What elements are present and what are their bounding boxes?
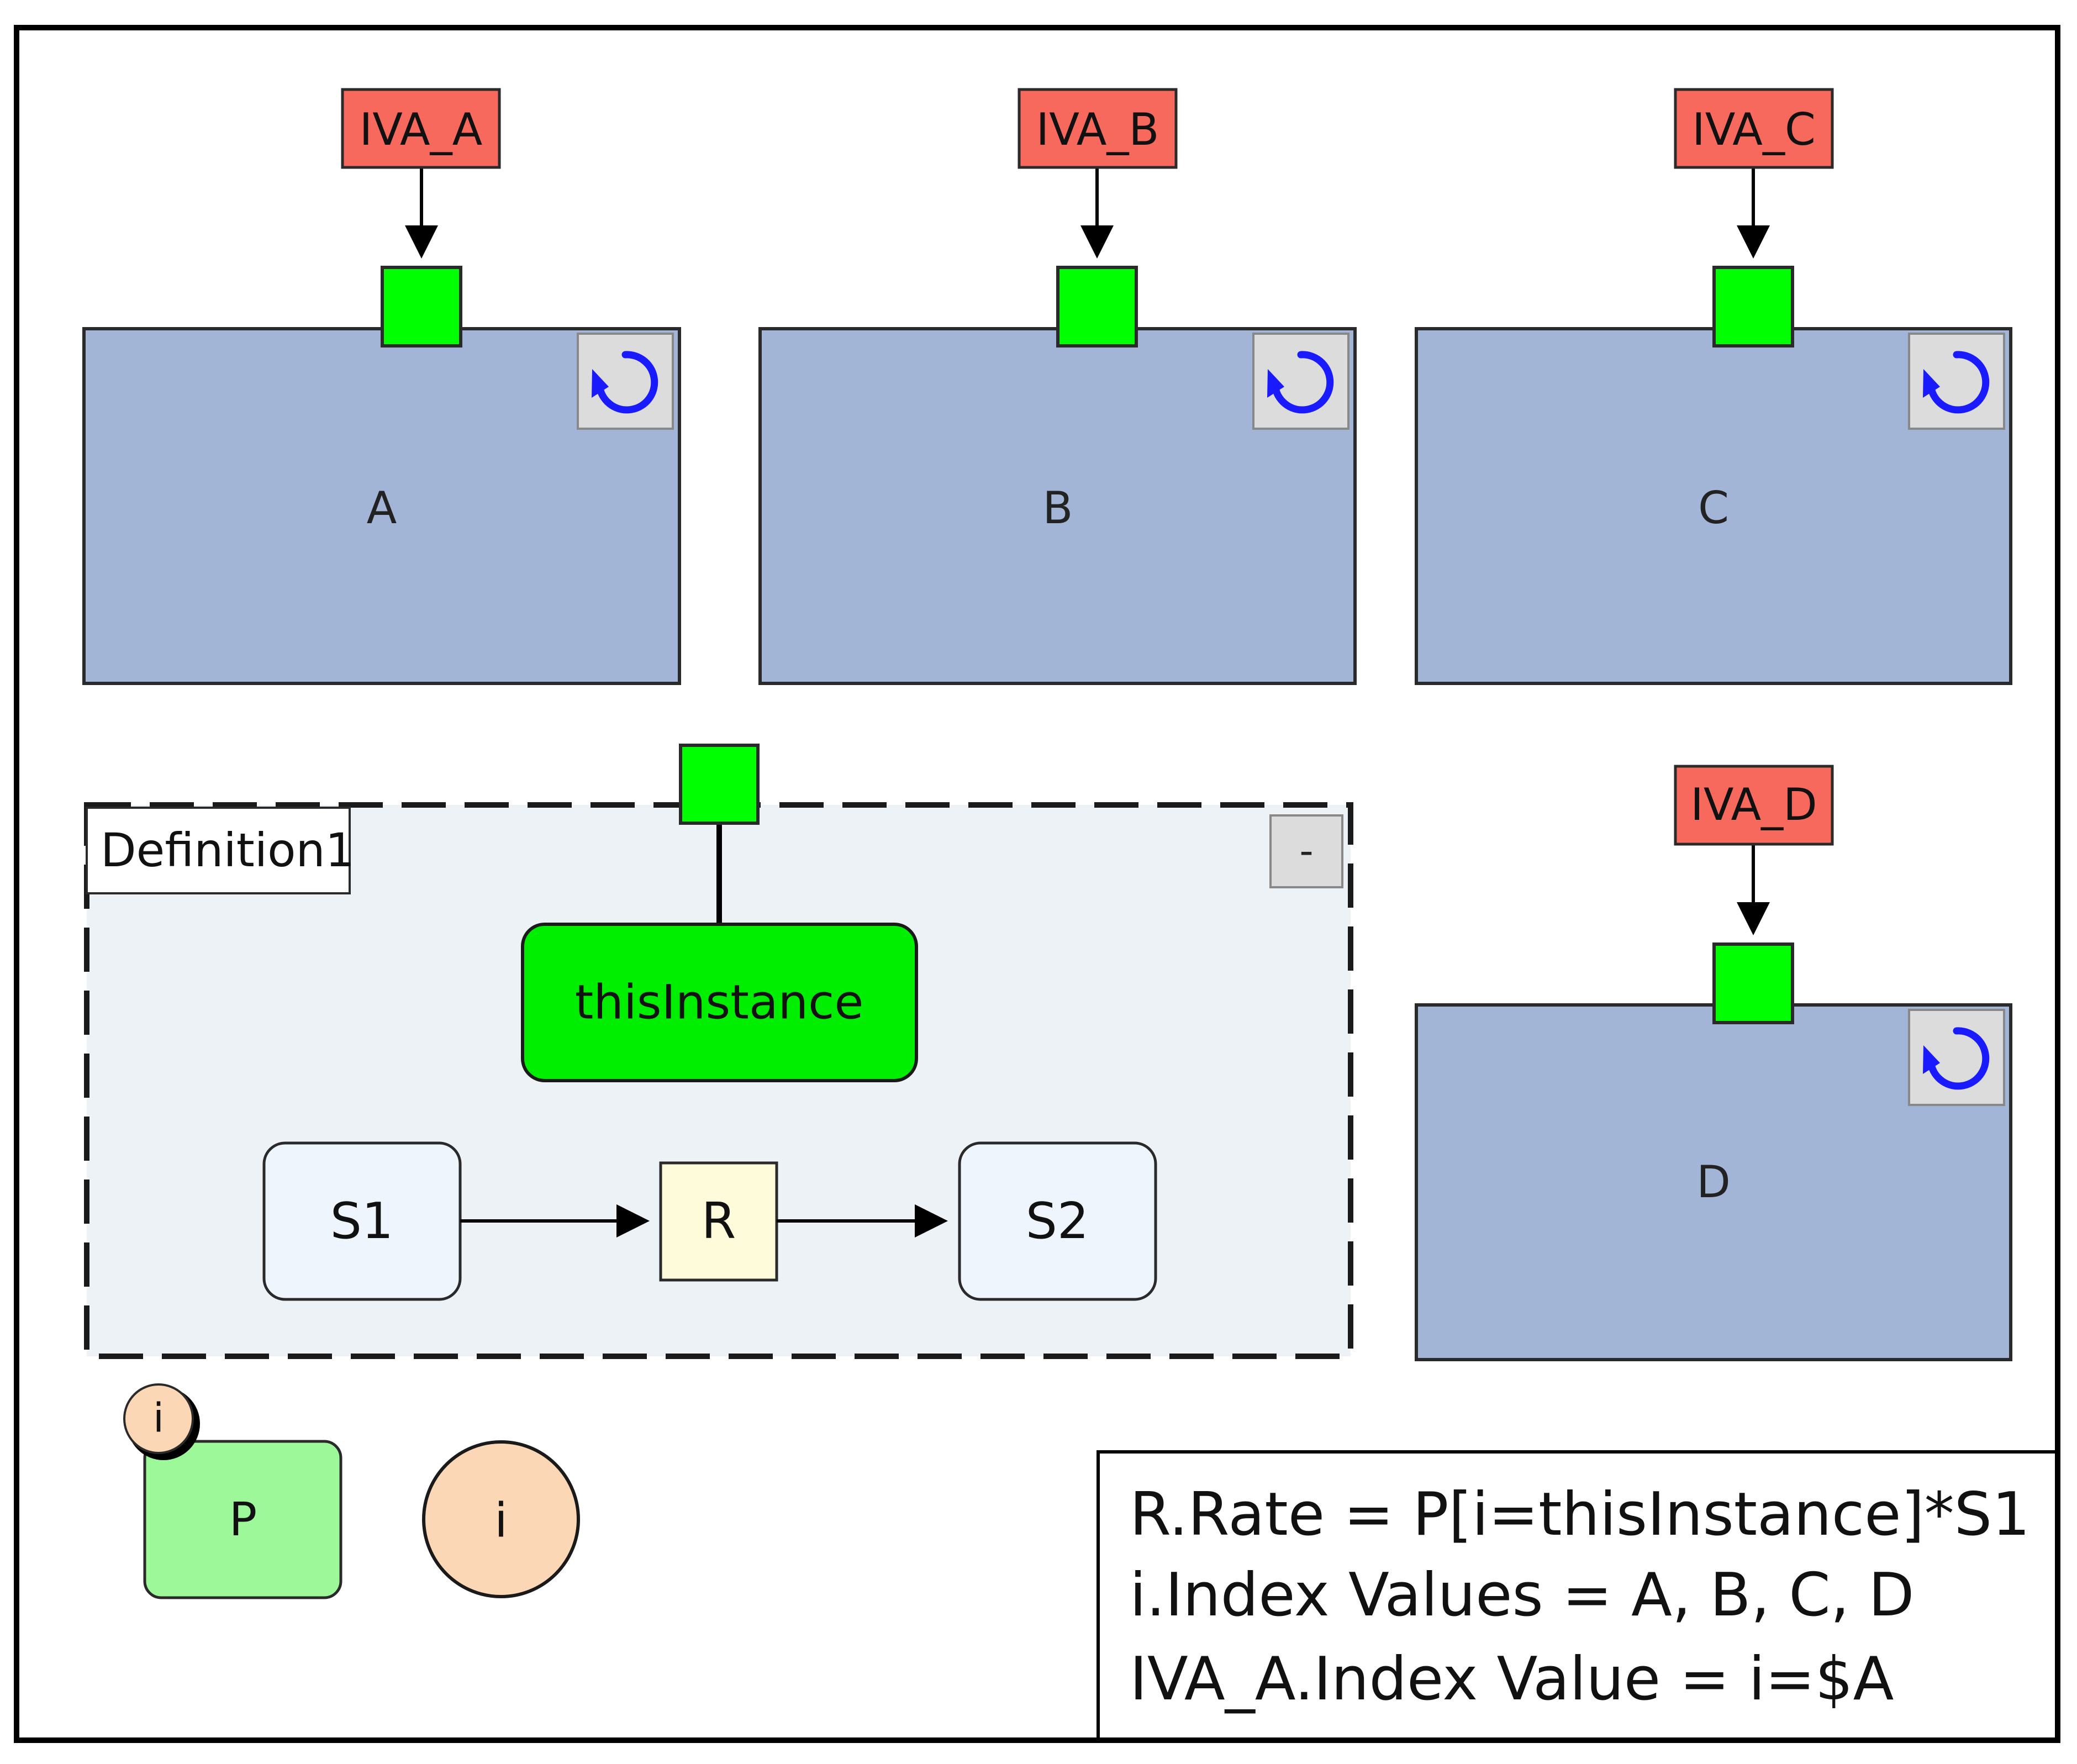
parameter-p-index-badge [123, 1383, 194, 1454]
iva-b-label: IVA_B [1036, 104, 1159, 155]
module-a[interactable]: A IVA_A [82, 88, 681, 685]
module-a-refresh-button[interactable] [577, 333, 674, 430]
module-b-refresh-button[interactable] [1252, 333, 1349, 430]
module-b-port[interactable] [1056, 266, 1138, 347]
iva-d-label: IVA_D [1690, 779, 1817, 830]
module-b-label: B [1043, 482, 1073, 534]
definition1-port[interactable] [679, 744, 760, 825]
this-instance-node[interactable] [521, 923, 918, 1082]
stock-s2-label: S2 [1026, 1192, 1089, 1250]
collapse-button-label: - [1299, 828, 1313, 873]
definition1-title: Definition1 [101, 823, 355, 877]
definition1-container[interactable]: Definition1 - thisInstance S1 R S2 [84, 744, 1353, 1359]
stock-s1-label: S1 [330, 1192, 393, 1250]
stock-s2[interactable] [958, 1141, 1157, 1301]
notes-box-frame [1097, 1450, 2058, 1741]
this-instance-label: thisInstance [575, 975, 864, 1030]
definition1-title-box [86, 807, 351, 894]
index-i-circle[interactable] [422, 1440, 580, 1598]
cycle-icon [592, 351, 658, 414]
note-line-2: i.Index Values = A, B, C, D [1130, 1561, 1915, 1630]
module-d-box[interactable] [1415, 1003, 2012, 1361]
parameter-p-badge-label: i [153, 1395, 164, 1441]
iva-c-box[interactable] [1674, 88, 1834, 169]
iva-b-box[interactable] [1018, 88, 1178, 169]
notes-box: R.Rate = P[i=thisInstance]*S1 i.Index Va… [1097, 1450, 2058, 1741]
module-d-refresh-button[interactable] [1908, 1009, 2005, 1106]
collapse-button[interactable]: - [1269, 814, 1343, 888]
cycle-icon [1923, 1027, 1990, 1090]
module-d-label: D [1696, 1156, 1731, 1208]
note-line-3: IVA_A.Index Value = i=$A [1130, 1645, 1894, 1714]
note-line-1: R.Rate = P[i=thisInstance]*S1 [1130, 1480, 2030, 1549]
module-a-label: A [367, 482, 397, 534]
cycle-icon [1923, 351, 1990, 414]
parameter-p-label: P [229, 1492, 257, 1546]
rate-r-label: R [702, 1192, 736, 1250]
module-d-port[interactable] [1712, 942, 1794, 1024]
iva-c-label: IVA_C [1692, 104, 1816, 155]
parameter-p[interactable]: P i [123, 1383, 342, 1599]
module-c-label: C [1698, 482, 1729, 534]
module-b[interactable]: B IVA_B [758, 88, 1357, 685]
cycle-icon [1267, 351, 1334, 414]
parameter-p-box[interactable] [143, 1440, 342, 1599]
iva-d-box[interactable] [1674, 765, 1834, 846]
index-i[interactable]: i [422, 1440, 580, 1598]
module-c-refresh-button[interactable] [1908, 333, 2005, 430]
module-c-port[interactable] [1712, 266, 1794, 347]
module-a-port[interactable] [381, 266, 462, 347]
iva-a-box[interactable] [341, 88, 501, 169]
index-i-label: i [494, 1493, 508, 1548]
iva-a-label: IVA_A [360, 104, 483, 155]
module-c[interactable]: C IVA_C [1415, 88, 2012, 685]
module-d[interactable]: D IVA_D [1415, 765, 2012, 1361]
